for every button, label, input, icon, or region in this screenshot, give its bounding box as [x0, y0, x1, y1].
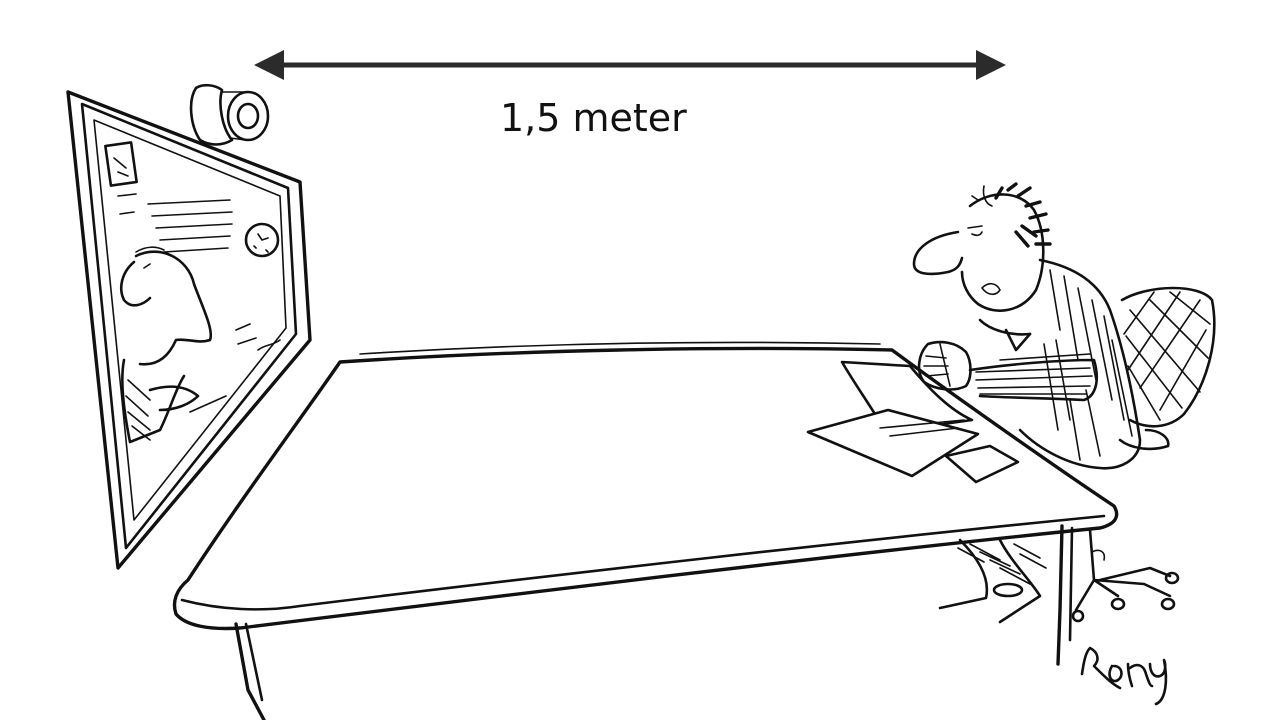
artist-signature — [1080, 646, 1168, 706]
distance-arrow — [254, 50, 1006, 80]
office-chair — [1071, 286, 1216, 623]
arrowhead-right-icon — [976, 50, 1006, 80]
distance-label: 1,5 meter — [500, 96, 687, 140]
video-screen — [66, 90, 312, 570]
man-at-desk — [912, 182, 1142, 624]
arrowhead-left-icon — [254, 50, 284, 80]
papers — [806, 360, 1020, 484]
webcam-icon — [189, 83, 270, 146]
table — [172, 341, 1119, 720]
